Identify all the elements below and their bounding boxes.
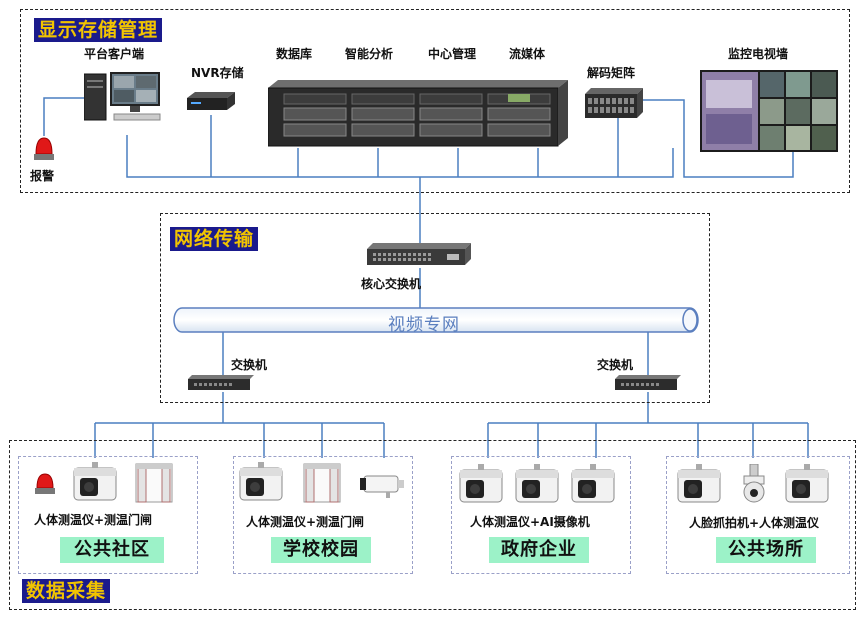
category-label: 公共社区 xyxy=(60,537,164,563)
thermal-camera-icon xyxy=(238,462,284,502)
switch-right-icon xyxy=(615,375,681,391)
decoder-label: 解码矩阵 xyxy=(587,66,636,80)
nvr-icon xyxy=(187,92,235,112)
section-title-collection: 数据采集 xyxy=(22,579,111,603)
thermal-camera-icon xyxy=(458,464,504,504)
section-title-network: 网络传输 xyxy=(170,227,259,251)
thermal-camera-icon xyxy=(570,464,616,504)
alarm-light-icon xyxy=(32,134,56,162)
database-label: 数据库 xyxy=(276,47,313,61)
thermal-camera-icon xyxy=(72,462,118,502)
thermal-camera-icon xyxy=(514,464,560,504)
category-label: 公共场所 xyxy=(716,537,816,563)
client-pc-icon xyxy=(83,72,164,122)
display-storage-box xyxy=(20,9,850,193)
section-title-display: 显示存储管理 xyxy=(34,18,163,42)
switch-left-label: 交换机 xyxy=(231,358,268,372)
switch-left-icon xyxy=(188,375,254,391)
temperature-gate-icon xyxy=(302,462,342,504)
group-devices-label: 人体测温仪+AI摄像机 xyxy=(470,515,590,529)
center-label: 中心管理 xyxy=(428,47,477,61)
switch-right-label: 交换机 xyxy=(597,358,634,372)
client-label: 平台客户端 xyxy=(84,47,145,61)
thermal-camera-icon xyxy=(784,464,830,504)
decoder-matrix-icon xyxy=(585,88,643,120)
category-label: 学校校园 xyxy=(271,537,371,563)
analysis-label: 智能分析 xyxy=(345,47,394,61)
group-box-public-places xyxy=(666,456,850,574)
group-box-school xyxy=(233,456,413,574)
nvr-label: NVR存储 xyxy=(191,66,244,80)
network-box xyxy=(160,213,710,403)
thermal-camera-icon xyxy=(676,464,722,504)
group-devices-label: 人体测温仪+测温门闸 xyxy=(246,515,365,529)
top-bus-line xyxy=(126,135,674,178)
temperature-gate-icon xyxy=(134,462,174,504)
group-devices-label: 人体测温仪+测温门闸 xyxy=(34,513,153,527)
group-box-government xyxy=(451,456,631,574)
server-rack-icon xyxy=(267,80,568,148)
core-switch-icon xyxy=(367,243,471,267)
dome-camera-icon xyxy=(740,463,768,504)
private-network-label: 视频专网 xyxy=(388,315,460,335)
category-label: 政府企业 xyxy=(489,537,589,563)
private-network-pipe xyxy=(172,306,700,334)
group-devices-label: 人脸抓拍机+人体测温仪 xyxy=(689,516,820,530)
data-collection-box xyxy=(9,440,856,610)
alarm-light-icon xyxy=(34,470,56,496)
core-switch-label: 核心交换机 xyxy=(361,277,422,291)
videowall-label: 监控电视墙 xyxy=(728,47,789,61)
alarm-label: 报警 xyxy=(30,169,55,183)
bullet-camera-icon xyxy=(360,470,406,500)
group-box-community xyxy=(18,456,198,574)
stream-label: 流媒体 xyxy=(509,47,546,61)
video-wall-icon xyxy=(700,70,838,152)
